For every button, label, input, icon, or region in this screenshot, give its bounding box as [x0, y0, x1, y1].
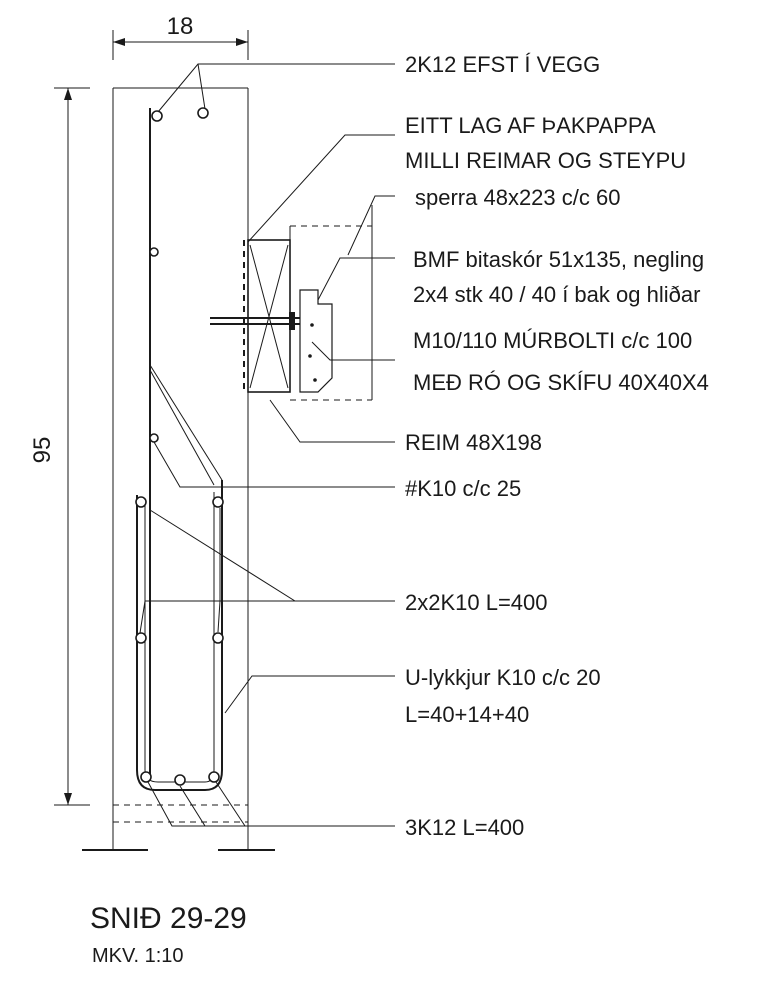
long-bar [212, 632, 224, 644]
long-bar [135, 632, 147, 644]
label-top-bars: 2K12 EFST Í VEGG [405, 52, 600, 77]
mesh-bar [149, 433, 159, 443]
height-dimension-label: 95 [29, 437, 56, 464]
label-mesh: #K10 c/c 25 [405, 476, 521, 501]
mesh-bar [149, 247, 159, 257]
leader-lines [139, 63, 395, 827]
section-title: SNIÐ 29-29 [90, 902, 247, 935]
bottom-bar [174, 774, 186, 786]
top-bar-1 [151, 110, 163, 122]
label-hanger-1: BMF bitaskór 51x135, negling [413, 247, 704, 272]
reinforcement [135, 107, 224, 791]
label-long-bars: 2x2K10 L=400 [405, 590, 548, 615]
bottom-bar [140, 771, 152, 783]
bottom-bar [208, 771, 220, 783]
wall-section [82, 87, 275, 851]
scale-label: MKV. 1:10 [92, 945, 184, 967]
top-bar-2 [197, 107, 209, 119]
height-dimension: 95 [29, 87, 90, 806]
long-bar [135, 496, 147, 508]
label-stirrups-1: U-lykkjur K10 c/c 20 [405, 665, 601, 690]
annotation-labels: 2K12 EFST Í VEGG EITT LAG AF ÞAKPAPPA MI… [405, 52, 709, 840]
label-rafter: sperra 48x223 c/c 60 [415, 185, 620, 210]
label-bottom-bars: 3K12 L=400 [405, 815, 524, 840]
label-stirrups-2: L=40+14+40 [405, 702, 529, 727]
label-membrane-2: MILLI REIMAR OG STEYPU [405, 148, 686, 173]
ledger-assembly [210, 205, 373, 401]
long-bar [212, 496, 224, 508]
label-hanger-2: 2x4 stk 40 / 40 í bak og hliðar [413, 282, 700, 307]
label-membrane-1: EITT LAG AF ÞAKPAPPA [405, 113, 656, 138]
title-block: SNIÐ 29-29 MKV. 1:10 [90, 902, 247, 967]
label-bolt-1: M10/110 MÚRBOLTI c/c 100 [413, 328, 692, 353]
label-ledger: REIM 48X198 [405, 430, 542, 455]
width-dimension-label: 18 [167, 13, 194, 40]
label-bolt-2: MEÐ RÓ OG SKÍFU 40X40X4 [413, 370, 709, 395]
width-dimension: 18 [112, 13, 249, 60]
